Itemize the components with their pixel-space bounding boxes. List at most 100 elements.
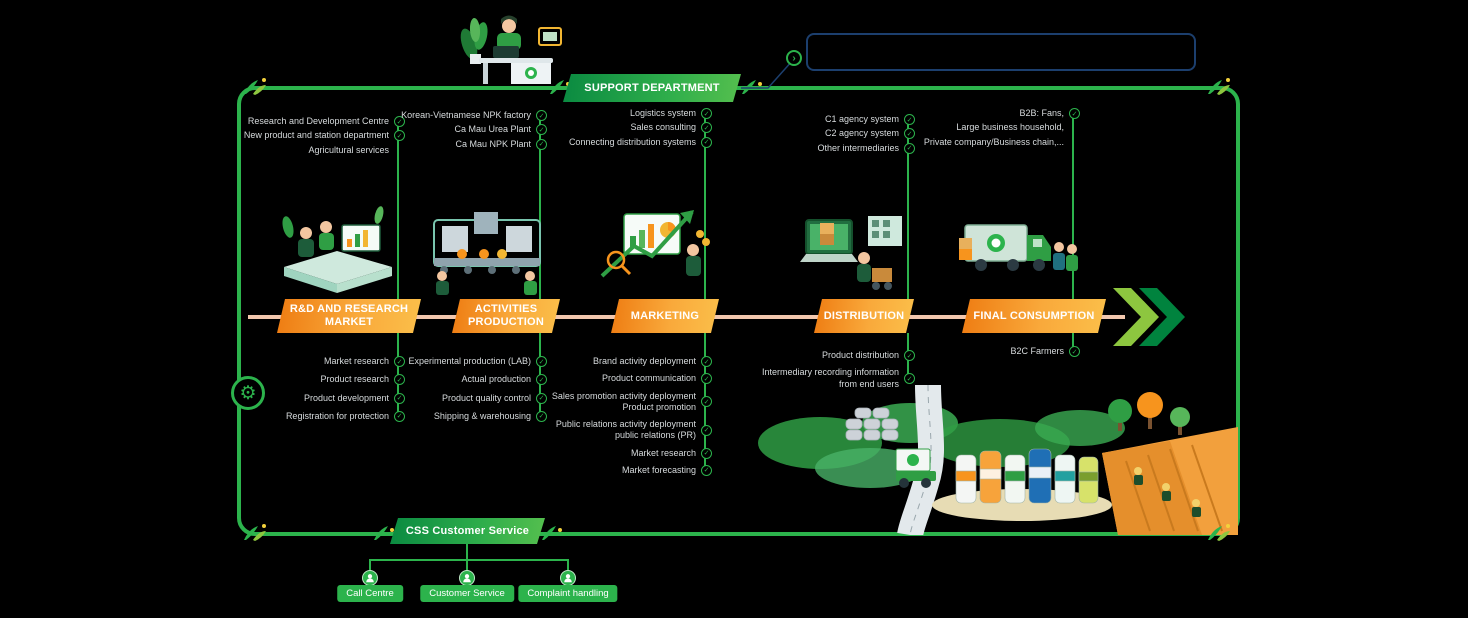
list-item: Product research ✓ <box>253 374 405 386</box>
list-item: Korean-Vietnamese NPK factory ✓ <box>385 110 547 122</box>
connector-line <box>704 113 706 302</box>
production-below-list: Experimental production (LAB)✓ Actual pr… <box>385 356 547 422</box>
delivery-truck-illustration <box>955 205 1080 302</box>
production-above-list: Korean-Vietnamese NPK factory ✓ Ca Mau Ur… <box>385 110 547 150</box>
check-icon: ✓ <box>394 374 405 386</box>
check-icon: ✓ <box>701 373 712 385</box>
leaf-decoration-icon <box>374 526 394 540</box>
flow-arrow-icon <box>1113 288 1185 346</box>
rd-above-list: Research and Development Centre✓ New pro… <box>243 116 405 156</box>
list-item: Other intermediaries✓ <box>763 143 915 154</box>
check-icon: ✓ <box>394 410 405 422</box>
list-item: Logistics system ✓ <box>532 108 712 120</box>
list-item: Experimental production (LAB)✓ <box>385 356 547 368</box>
customer-service-banner: CSS Customer Service <box>390 518 545 544</box>
list-item-label: Product research <box>320 374 389 385</box>
list-item-label: Research and Development Centre <box>247 116 389 126</box>
farm-logistics-illustration <box>750 383 1238 540</box>
connector-line <box>907 119 909 302</box>
list-item: Product quality control ✓ <box>385 393 547 404</box>
connector-line <box>397 121 399 302</box>
list-item-label: Market research <box>630 447 696 458</box>
stage-label: DISTRIBUTION <box>823 309 905 322</box>
list-item-label: Actual production <box>461 374 531 385</box>
check-icon: ✓ <box>904 128 915 140</box>
check-icon: ✓ <box>394 392 405 404</box>
list-item: Market research✓ <box>253 356 405 368</box>
distribution-above-list: C1 agency system ✓ C2 agency system ✓ Othe… <box>763 114 915 154</box>
list-item-label: Brand activity deployment <box>592 356 696 366</box>
factory-production-illustration <box>428 202 546 302</box>
marketing-above-list: Logistics system✓ Sales consulting✓ Conn… <box>532 108 712 148</box>
list-item: Research and Development Centre✓ <box>243 116 405 128</box>
list-item: Actual production ✓ <box>385 374 547 386</box>
list-item-label: C1 agency system <box>824 114 899 124</box>
customer-service-item-label: Customer Service <box>420 585 514 602</box>
list-item: Connecting distribution systems ✓ <box>532 137 712 148</box>
check-icon: ✓ <box>536 374 547 386</box>
list-item-label: Ca Mau Urea Plant <box>454 124 531 135</box>
list-item: Brand activity deployment ✓ <box>530 356 712 368</box>
support-department-banner: SUPPORT DEPARTMENT <box>563 74 741 102</box>
bubble-arrow-icon: › <box>786 50 802 66</box>
check-icon: ✓ <box>904 350 915 362</box>
list-item-label: C2 agency system <box>824 128 899 139</box>
leaf-decoration-icon <box>1208 524 1230 541</box>
check-icon: ✓ <box>701 136 712 148</box>
check-icon: ✓ <box>701 396 712 408</box>
list-item: Product distribution ✓ <box>752 350 915 362</box>
list-item-label: New product and station department <box>243 130 389 141</box>
list-item: C2 agency system ✓ <box>763 128 915 140</box>
stage-banner-final-consumption: FINAL CONSUMPTION <box>962 299 1106 333</box>
stage-label: FINAL CONSUMPTION <box>973 309 1095 322</box>
list-item-label: Product development <box>303 392 389 403</box>
final-above-list: B2B: Fans,✓ Large business household,✓ P… <box>890 108 1080 148</box>
list-item-label: Product distribution <box>821 350 899 360</box>
check-icon: ✓ <box>536 392 547 404</box>
check-icon: ✓ <box>536 138 547 150</box>
bubble-connector-line <box>741 59 794 89</box>
list-item-label: Private company/Business chain,... <box>923 136 1064 147</box>
list-item: B2B: Fans, ✓ <box>890 108 1080 120</box>
stage-banner-production: ACTIVITIES PRODUCTION <box>452 299 560 333</box>
list-item-label: Product quality control <box>441 392 531 403</box>
list-item: B2C Farmers✓ <box>958 346 1080 358</box>
check-icon: ✓ <box>701 356 712 368</box>
list-item: Product development ✓ <box>253 393 405 404</box>
list-item-label: Intermediary recording information from … <box>761 367 899 389</box>
list-item-label: B2B: Fans, <box>1019 108 1064 118</box>
support-desk-illustration <box>453 2 565 93</box>
complaint-handling-icon <box>560 570 576 586</box>
list-item-label: Connecting distribution systems <box>568 136 696 147</box>
list-item: Private company/Business chain,...✓ <box>890 137 1080 148</box>
list-item: New product and station department ✓ <box>243 130 405 142</box>
check-icon: ✓ <box>536 124 547 136</box>
check-icon: ✓ <box>904 114 915 126</box>
check-icon: ✓ <box>1069 108 1080 120</box>
customer-service-icon <box>459 570 475 586</box>
connector-line <box>466 544 468 560</box>
connector-line <box>539 115 541 302</box>
list-item: Sales promotion activity deployment Prod… <box>530 391 712 414</box>
check-icon: ✓ <box>904 373 915 384</box>
check-icon: ✓ <box>904 142 915 154</box>
leaf-decoration-icon <box>244 78 266 95</box>
check-icon: ✓ <box>394 130 405 142</box>
check-icon: ✓ <box>394 356 405 368</box>
leaf-decoration-icon <box>742 80 762 94</box>
stage-banner-marketing: MARKETING <box>611 299 719 333</box>
list-item: Product communication✓ <box>530 373 712 385</box>
list-item-label: Ca Mau NPK Plant <box>455 138 531 149</box>
leaf-decoration-icon <box>244 524 266 541</box>
list-item-label: Korean-Vietnamese NPK factory <box>401 110 531 120</box>
list-item-label: Logistics system <box>629 108 696 118</box>
connector-line <box>1072 113 1074 302</box>
check-icon: ✓ <box>536 110 547 122</box>
diagram-border-frame <box>237 86 1240 536</box>
list-item: Market forecasting✓ <box>530 465 712 476</box>
list-item: Intermediary recording information from … <box>752 367 915 390</box>
stage-label: ACTIVITIES PRODUCTION <box>468 303 544 328</box>
list-item-label: Experimental production (LAB) <box>408 356 531 366</box>
marketing-charts-illustration <box>596 190 714 303</box>
